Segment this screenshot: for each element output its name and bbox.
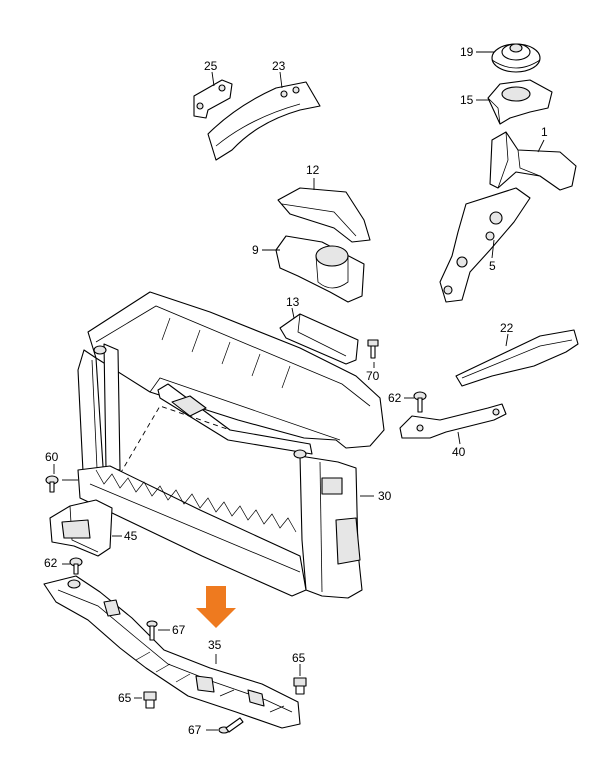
part-9-air-intake[interactable] — [275, 235, 365, 303]
part-62-screw-upper[interactable] — [413, 391, 427, 413]
label-12: 12 — [306, 163, 320, 177]
part-25-small-bracket[interactable] — [193, 79, 233, 119]
label-35: 35 — [208, 638, 222, 652]
label-62-upper: 62 — [388, 391, 402, 405]
label-22: 22 — [500, 321, 514, 335]
part-70-screw[interactable] — [367, 339, 379, 359]
label-67-upper: 67 — [172, 623, 186, 637]
label-45: 45 — [124, 529, 138, 543]
part-23-curved-trim[interactable] — [207, 81, 321, 161]
part-35-guide-bracket[interactable] — [43, 575, 301, 729]
part-1-strut-tower[interactable] — [489, 131, 577, 191]
label-15: 15 — [460, 93, 474, 107]
part-62-screw-lower[interactable] — [69, 557, 83, 575]
part-40-support-arm[interactable] — [399, 403, 507, 439]
highlight-arrow — [196, 586, 236, 628]
label-30: 30 — [378, 489, 392, 503]
part-65-clip-left[interactable] — [143, 691, 157, 709]
label-19: 19 — [460, 45, 474, 59]
part-45-bracket[interactable] — [49, 499, 113, 557]
label-9: 9 — [252, 243, 259, 257]
label-67-lower: 67 — [188, 723, 202, 737]
label-1: 1 — [541, 125, 548, 139]
part-67-screw-upper[interactable] — [146, 620, 158, 641]
part-15-mount-bracket[interactable] — [487, 79, 553, 125]
label-25: 25 — [204, 59, 218, 73]
label-40: 40 — [452, 445, 466, 459]
part-19-strut-mount[interactable] — [491, 43, 541, 73]
label-65-right: 65 — [292, 651, 306, 665]
part-22-long-trim[interactable] — [455, 329, 579, 387]
part-65-clip-right[interactable] — [293, 677, 307, 695]
part-30-lock-carrier[interactable] — [77, 291, 385, 599]
part-67-screw-lower[interactable] — [218, 717, 244, 734]
part-13-trim-strip[interactable] — [279, 313, 359, 365]
label-65-left: 65 — [118, 691, 132, 705]
label-5: 5 — [489, 259, 496, 273]
label-13: 13 — [286, 295, 300, 309]
label-60: 60 — [45, 450, 59, 464]
part-5-side-bracket[interactable] — [439, 187, 531, 303]
label-70: 70 — [366, 369, 380, 383]
label-62-lower: 62 — [44, 556, 58, 570]
label-23: 23 — [272, 59, 286, 73]
part-60-screw[interactable] — [45, 475, 59, 493]
part-12-air-guide[interactable] — [277, 187, 371, 243]
